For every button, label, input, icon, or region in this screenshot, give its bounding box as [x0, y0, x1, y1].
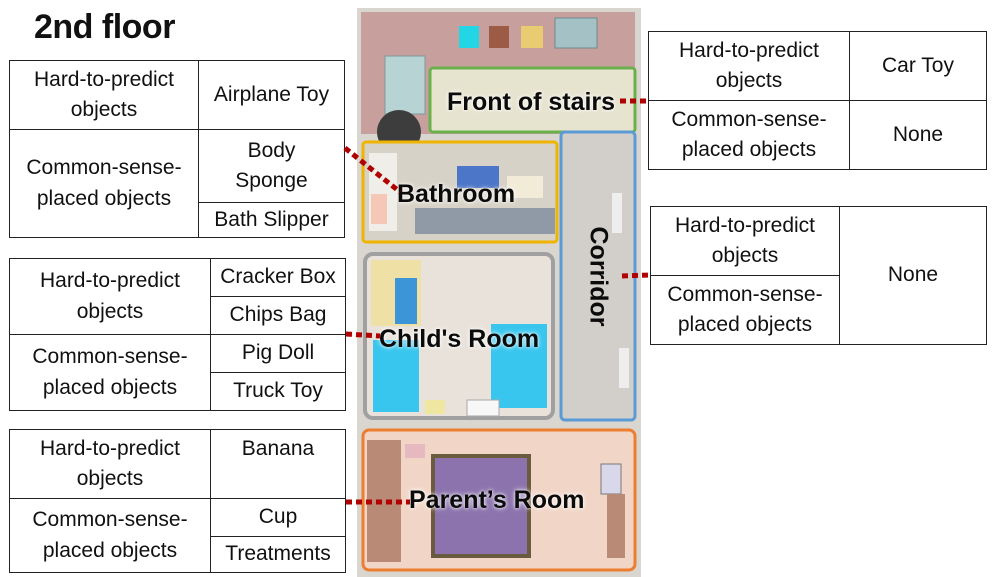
door-icon	[619, 348, 629, 388]
common-object-cell: Bath Slipper	[198, 202, 345, 238]
common-object-cell: Truck Toy	[210, 372, 346, 411]
hard-to-predict-header: Hard-to-predict objects	[9, 60, 199, 130]
cabinet-icon	[395, 278, 417, 324]
common-sense-header: Common-sense-placed objects	[648, 100, 850, 170]
hard-object-cell: Chips Bag	[210, 296, 346, 335]
desk-icon	[600, 463, 622, 495]
hard-to-predict-header: Hard-to-predict objects	[650, 206, 840, 276]
bed-icon	[491, 324, 547, 408]
box-icon	[521, 26, 543, 48]
toy-icon	[425, 400, 445, 414]
floor-plan-drawing	[357, 8, 641, 577]
bathroom-object-table: Hard-to-predict objects Airplane Toy Com…	[9, 60, 345, 238]
page-title: 2nd floor	[34, 8, 175, 46]
corridor-object-table: Hard-to-predict objects None Common-sens…	[650, 206, 987, 345]
corridor-object-cell: None	[839, 206, 987, 345]
hard-object-cell: Cracker Box	[210, 258, 346, 297]
bed-icon	[373, 340, 419, 412]
common-object-cell: Pig Doll	[210, 334, 346, 373]
childs-room-label: Child's Room	[379, 325, 540, 353]
wardrobe-icon	[367, 440, 401, 562]
common-object-cell: Body Sponge	[198, 129, 345, 203]
hard-to-predict-header: Hard-to-predict objects	[9, 429, 211, 499]
door-icon	[612, 193, 622, 233]
common-sense-header: Common-sense-placed objects	[9, 334, 211, 411]
hard-object-cell: Car Toy	[849, 31, 987, 101]
window-icon	[384, 55, 426, 115]
pillow-icon	[405, 444, 425, 458]
chair-icon	[607, 494, 625, 558]
hard-object-cell: Airplane Toy	[198, 60, 345, 130]
floor-tile-icon	[415, 208, 555, 234]
front-of-stairs-object-table: Hard-to-predict objects Car Toy Common-s…	[648, 31, 987, 170]
parents-room-label: Parent’s Room	[409, 486, 585, 514]
hard-to-predict-header: Hard-to-predict objects	[9, 258, 211, 335]
common-sense-header: Common-sense-placed objects	[9, 498, 211, 573]
common-object-cell: Cup	[210, 498, 346, 537]
bed-icon	[431, 454, 531, 558]
common-object-cell: Treatments	[210, 536, 346, 573]
hard-object-cell: Banana	[210, 429, 346, 499]
bathroom-label: Bathroom	[397, 180, 516, 208]
toy-icon	[466, 399, 500, 417]
box-icon	[489, 26, 509, 48]
toilet-icon	[507, 176, 543, 198]
floor-plan: Front of stairs Bathroom Child's Room Pa…	[357, 8, 641, 577]
common-sense-header: Common-sense-placed objects	[9, 129, 199, 238]
box-icon	[459, 26, 479, 48]
corridor-label: Corridor	[584, 226, 613, 327]
common-object-cell: None	[849, 100, 987, 170]
sink-icon	[457, 166, 499, 188]
parents-room-object-table: Hard-to-predict objects Banana Common-se…	[9, 429, 346, 573]
front-of-stairs-label: Front of stairs	[447, 88, 616, 116]
childs-room-object-table: Hard-to-predict objects Cracker Box Chip…	[9, 258, 346, 411]
window-icon	[554, 17, 598, 49]
common-sense-header: Common-sense-placed objects	[650, 275, 840, 345]
mat-icon	[371, 194, 387, 224]
hard-to-predict-header: Hard-to-predict objects	[648, 31, 850, 101]
